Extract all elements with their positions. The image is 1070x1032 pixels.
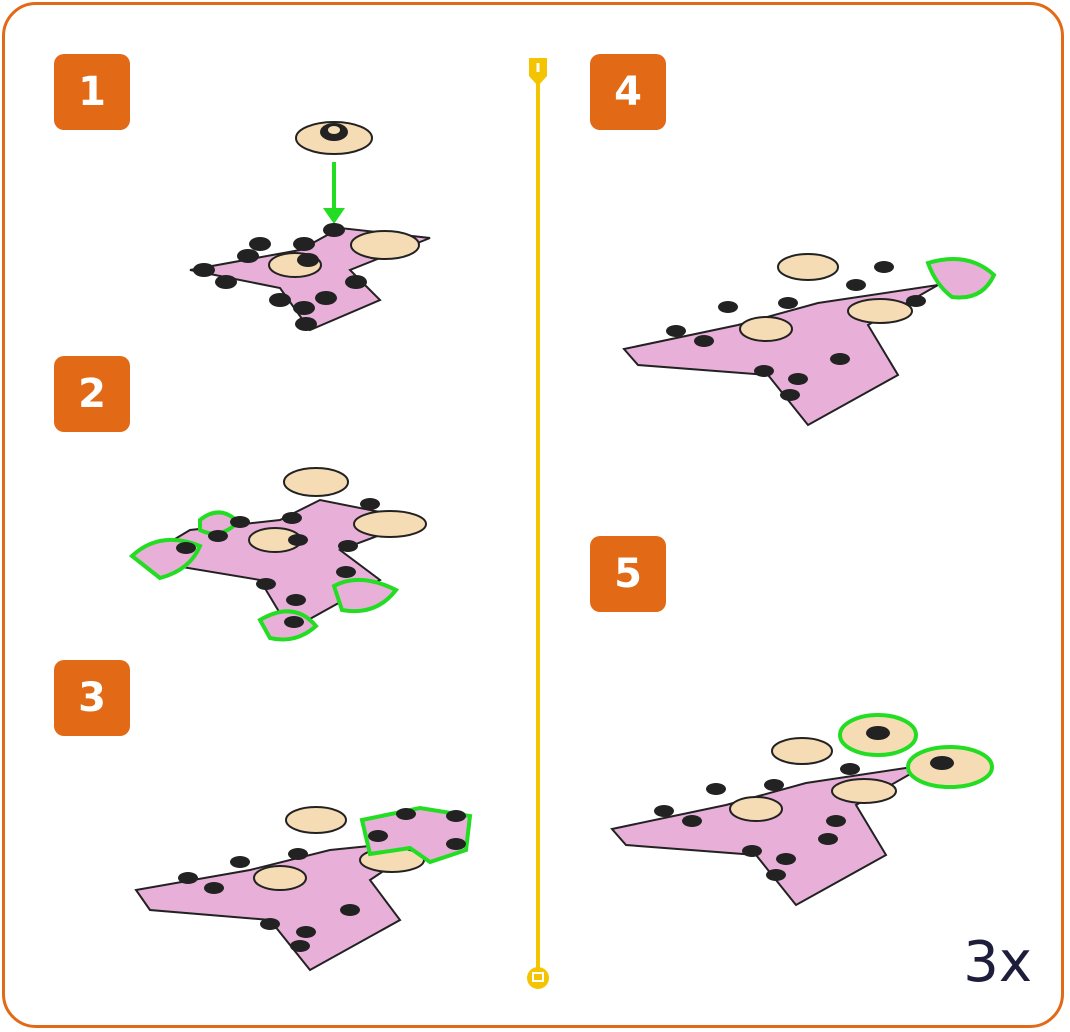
step-1-badge: 1	[54, 54, 130, 130]
step-5-badge: 5	[590, 536, 666, 612]
step-2-number: 2	[78, 371, 106, 417]
step-1-number: 1	[78, 69, 106, 115]
step-1-illustration	[180, 110, 460, 350]
step-3-illustration	[130, 800, 480, 980]
step-3-number: 3	[78, 675, 106, 721]
step-5-number: 5	[614, 551, 642, 597]
quantity-multiplier: 3x	[963, 935, 1032, 991]
step-4-number: 4	[614, 69, 642, 115]
page-divider	[520, 54, 556, 994]
highlighted-leaf	[928, 259, 994, 298]
step-3-badge: 3	[54, 660, 130, 736]
step-5-illustration	[606, 705, 1006, 915]
step-4-illustration	[618, 245, 1008, 435]
step-4-badge: 4	[590, 54, 666, 130]
flower-piece	[296, 122, 372, 154]
step-2-illustration	[120, 460, 440, 660]
arrow-head	[323, 208, 345, 224]
step-2-badge: 2	[54, 356, 130, 432]
